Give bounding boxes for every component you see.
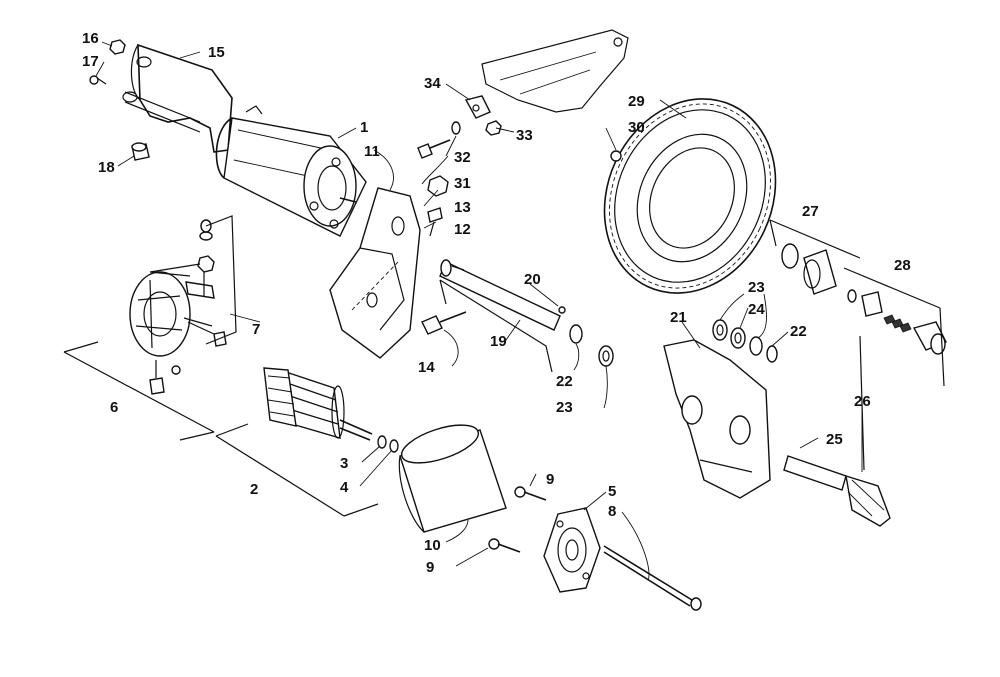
callout-7: 7 xyxy=(252,321,260,338)
callout-3: 3 xyxy=(340,455,348,472)
part-28-spring-assembly xyxy=(847,289,947,355)
part-1-starter-motor xyxy=(215,105,367,237)
callout-8: 8 xyxy=(608,503,616,520)
part-33-nut xyxy=(485,120,502,136)
part-7-brush-plate xyxy=(129,219,227,357)
callout-30: 30 xyxy=(628,119,645,136)
callout-4: 4 xyxy=(340,479,349,496)
callout-34: 34 xyxy=(424,75,441,92)
callout-27: 27 xyxy=(802,203,819,220)
part-8-through-bolt xyxy=(603,545,702,611)
part-21-drive-bracket xyxy=(663,339,771,499)
part-10-yoke xyxy=(398,424,507,533)
callout-22-right: 22 xyxy=(790,323,807,340)
callout-23-right: 23 xyxy=(748,279,765,296)
callout-11: 11 xyxy=(364,143,380,160)
part-23-washer-right xyxy=(712,319,728,341)
part-5-end-cover xyxy=(543,507,601,593)
part-25-pinion-shaft xyxy=(783,455,891,527)
part-6-brush-set xyxy=(149,360,181,395)
callout-20: 20 xyxy=(524,271,541,288)
callout-28: 28 xyxy=(894,257,911,274)
callout-labels: 1 2 3 4 5 6 7 8 9 9 10 11 12 13 14 15 16… xyxy=(82,30,911,576)
part-30-screw xyxy=(610,150,622,162)
callout-13: 13 xyxy=(454,199,471,216)
callout-2: 2 xyxy=(250,481,258,498)
upper-engine-bracket xyxy=(481,29,629,113)
part-29-ring-gear xyxy=(603,98,777,294)
part-9-screw-lower xyxy=(488,538,521,553)
callout-29: 29 xyxy=(628,93,645,110)
part-2-armature xyxy=(263,367,373,441)
callout-17: 17 xyxy=(82,53,99,70)
part-27-pinion-gear xyxy=(781,243,837,295)
part-17-screw xyxy=(89,75,107,85)
callout-18: 18 xyxy=(98,159,115,176)
callout-9-lower: 9 xyxy=(426,559,434,576)
callout-10: 10 xyxy=(424,537,441,554)
part-18-bushing xyxy=(131,142,150,161)
part-20-pin xyxy=(558,306,566,314)
part-14-bolt xyxy=(421,311,467,335)
callout-22-left: 22 xyxy=(556,373,573,390)
callout-19: 19 xyxy=(490,333,507,350)
callout-15: 15 xyxy=(208,44,225,61)
part-23-washer-left xyxy=(598,345,614,367)
callout-6: 6 xyxy=(110,399,118,416)
part-22-ring-right xyxy=(749,336,778,363)
callout-23-left: 23 xyxy=(556,399,573,416)
part-13-nut xyxy=(427,175,449,197)
callout-24: 24 xyxy=(748,301,765,318)
part-19-shaft xyxy=(439,259,561,331)
callout-14: 14 xyxy=(418,359,435,376)
callout-25: 25 xyxy=(826,431,843,448)
part-3-washer xyxy=(377,435,387,449)
callout-12: 12 xyxy=(454,221,471,238)
callout-32: 32 xyxy=(454,149,471,166)
callout-9-upper: 9 xyxy=(546,471,554,488)
callout-1: 1 xyxy=(360,119,368,136)
leader-lines xyxy=(95,41,863,581)
part-4-washer xyxy=(389,439,399,453)
callout-31: 31 xyxy=(454,175,471,192)
part-15-cover xyxy=(122,43,233,153)
part-22-ring-left xyxy=(569,324,583,344)
part-31-bolt xyxy=(417,139,451,159)
callout-33: 33 xyxy=(516,127,533,144)
callout-21: 21 xyxy=(670,309,687,326)
group-brackets xyxy=(63,215,945,517)
part-24-washer xyxy=(730,327,746,349)
part-12-screw xyxy=(427,207,443,237)
part-32-washer xyxy=(451,121,461,135)
callout-26: 26 xyxy=(854,393,871,410)
part-11-bracket xyxy=(329,187,421,359)
part-9-screw-upper xyxy=(514,486,547,501)
part-34-clamp xyxy=(464,95,491,119)
part-16-nut xyxy=(109,39,126,55)
callout-5: 5 xyxy=(608,483,616,500)
callout-16: 16 xyxy=(82,30,99,47)
